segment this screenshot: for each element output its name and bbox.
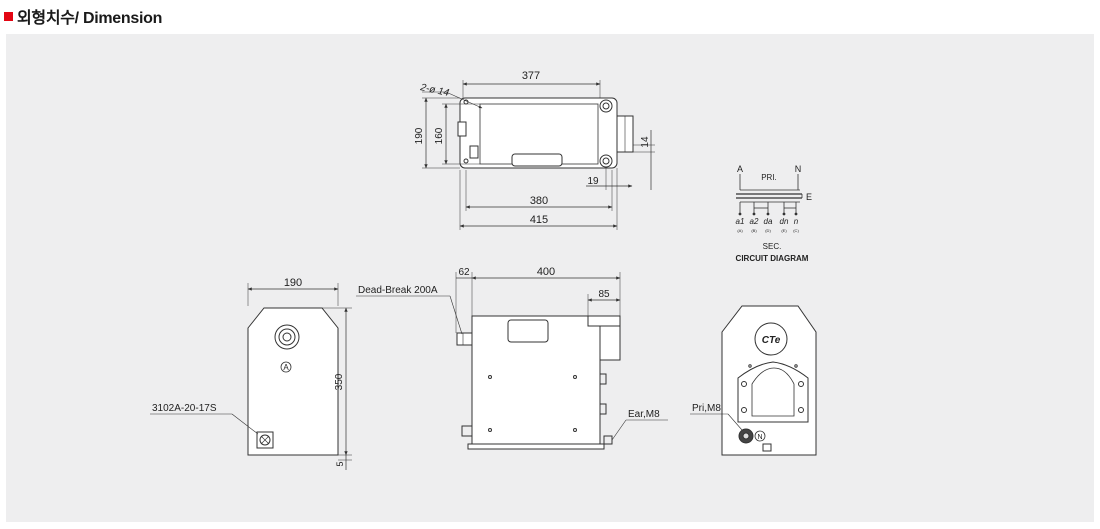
logo-text: CTe [762, 335, 781, 346]
dead-break-label: Dead-Break 200A [358, 285, 438, 296]
section-header: 외형치수/ Dimension [4, 4, 162, 28]
marker-n-icon [754, 430, 766, 442]
left-view [150, 283, 352, 470]
mount-hole-icon [599, 154, 613, 168]
circuit-sec-da: da [764, 217, 773, 226]
circuit-terminal-n: N [795, 164, 802, 174]
circuit-terminal-a: A [737, 164, 743, 174]
dim-160: 160 [434, 127, 445, 144]
dim-14: 14 [640, 136, 651, 148]
circuit-sec-a2: a2 [750, 217, 759, 226]
section-marker [4, 11, 13, 21]
circuit-sub-a: (A) [737, 228, 743, 233]
right-view [690, 305, 817, 456]
dim-5: 5 [335, 461, 345, 466]
hole-spec: 2-ø 14 [418, 82, 450, 99]
dim-415: 415 [530, 214, 548, 226]
front-view [356, 272, 668, 450]
mount-hole-icon [599, 99, 613, 113]
circuit-sub-d: (D) [765, 228, 771, 233]
circuit-sub-b: (B) [751, 228, 757, 233]
dead-break-bushing [456, 332, 473, 346]
section-title: 외형치수/ Dimension [17, 10, 163, 27]
circuit-sec-n: n [794, 217, 799, 226]
dim-190-top: 190 [414, 127, 425, 144]
marker-n-label: N [757, 434, 762, 441]
circuit-sub-c: (C) [793, 228, 799, 233]
marker-a-label: A [283, 363, 289, 372]
ear-label: Ear,M8 [628, 409, 660, 420]
top-view [422, 80, 655, 230]
circuit-pri-label: PRI. [761, 173, 777, 182]
dim-19: 19 [587, 176, 599, 187]
circuit-sec-label: SEC. [763, 242, 782, 251]
circuit-sec-dn: dn [780, 217, 789, 226]
circuit-sub-e: (E) [781, 228, 787, 233]
connector-label: 3102A-20-17S [152, 403, 217, 414]
circuit-caption: CIRCUIT DIAGRAM [736, 254, 809, 263]
pri-m8-label: Pri,M8 [692, 403, 721, 414]
dim-350: 350 [334, 373, 345, 390]
logo-icon [754, 322, 788, 356]
circuit-terminal-e: E [806, 192, 812, 202]
circuit-diagram [736, 174, 803, 216]
dim-62: 62 [458, 267, 470, 278]
marker-a-icon [280, 361, 292, 373]
dim-190-left: 190 [284, 277, 302, 289]
dim-400: 400 [537, 266, 555, 278]
dim-380: 380 [530, 195, 548, 207]
circuit-sec-a1: a1 [736, 217, 745, 226]
secondary-bushing [599, 325, 621, 361]
dim-85: 85 [598, 289, 610, 300]
dim-377: 377 [522, 70, 540, 82]
left-view-body [247, 307, 339, 456]
